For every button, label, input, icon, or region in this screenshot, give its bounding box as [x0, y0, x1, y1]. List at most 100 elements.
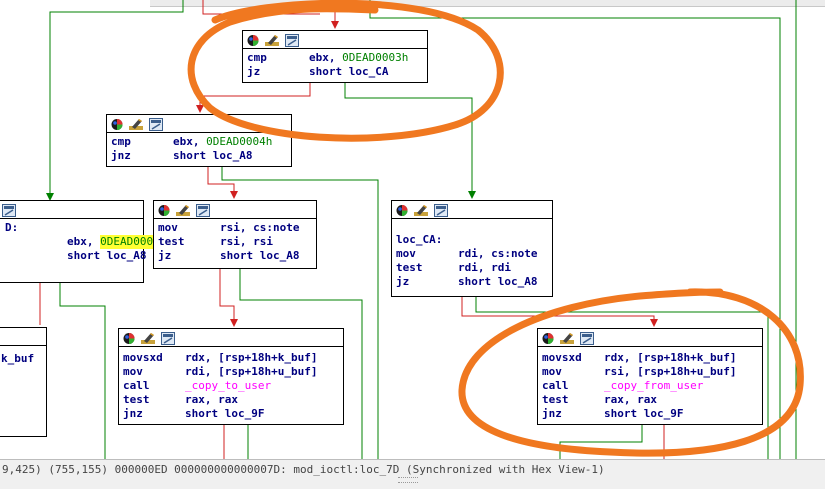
- operand: rdi, cs:note: [458, 247, 538, 260]
- mnemonic: jz: [396, 275, 410, 288]
- mnemonic: test: [542, 393, 569, 406]
- edge-h-green: [559, 424, 643, 459]
- mnemonic: call: [123, 379, 150, 392]
- block-color-icon[interactable]: [541, 330, 555, 344]
- block-color-icon[interactable]: [122, 330, 136, 344]
- instruction-line[interactable]: jz short loc_A8: [396, 275, 552, 289]
- mnemonic: jnz: [111, 149, 131, 162]
- group-nodes-icon[interactable]: [2, 202, 16, 217]
- instruction-line[interactable]: short loc_A8: [0, 249, 147, 263]
- operand: 0DEAD0003h: [342, 51, 409, 64]
- instruction-line[interactable]: jnz short loc_A8: [111, 149, 291, 163]
- mnemonic: cmp: [247, 51, 267, 64]
- operand: short loc_A8: [458, 275, 538, 288]
- rename-block-icon[interactable]: [560, 330, 574, 344]
- block-color-icon[interactable]: [110, 116, 124, 130]
- block-color-icon[interactable]: [157, 202, 171, 216]
- edge-a-to-e: [344, 82, 476, 199]
- block-color-icon[interactable]: [395, 202, 409, 216]
- block-color-icon[interactable]: [246, 32, 260, 46]
- function-ref: _copy_from_user: [604, 379, 704, 392]
- mnemonic: mov: [158, 221, 178, 234]
- block-header: [538, 329, 762, 347]
- mnemonic: jz: [158, 249, 172, 262]
- instruction-line[interactable]: call _copy_from_user: [542, 379, 762, 393]
- instruction-line[interactable]: k_buf: [0, 352, 46, 366]
- mnemonic: mov: [123, 365, 143, 378]
- operand: short loc_A8: [173, 149, 253, 162]
- mnemonic: test: [123, 393, 150, 406]
- operand: 0DEAD0004h: [206, 135, 273, 148]
- operand: short loc_A8: [67, 249, 147, 262]
- instruction-line[interactable]: ebx, 0DEAD0001h: [0, 235, 167, 249]
- rename-block-icon[interactable]: [414, 202, 428, 216]
- edge-e-to-h: [461, 296, 658, 327]
- rename-block-icon[interactable]: [129, 116, 143, 130]
- group-nodes-icon[interactable]: [285, 32, 299, 47]
- instruction-line[interactable]: test rsi, rsi: [158, 235, 316, 249]
- mnemonic: test: [396, 261, 423, 274]
- rename-block-icon[interactable]: [176, 202, 190, 216]
- group-nodes-icon[interactable]: [434, 202, 448, 217]
- code-block-k_buf-partial[interactable]: k_buf: [0, 327, 47, 437]
- operand: rdx, [rsp+18h+k_buf]: [185, 351, 318, 364]
- edge-b-to-d: [207, 166, 238, 199]
- rename-block-icon[interactable]: [265, 32, 279, 46]
- mnemonic: call: [542, 379, 569, 392]
- mnemonic: jz: [247, 65, 261, 78]
- group-nodes-icon[interactable]: [161, 330, 175, 345]
- instruction-line[interactable]: mov rdi, cs:note: [396, 247, 552, 261]
- block-header: [0, 328, 46, 346]
- block-header: [392, 201, 552, 219]
- mnemonic: test: [158, 235, 185, 248]
- group-nodes-icon[interactable]: [196, 202, 210, 217]
- block-header: [107, 115, 291, 133]
- instruction-line[interactable]: loc_CA:: [396, 233, 552, 247]
- status-bar: 9,425) (755,155) 000000ED 00000000000000…: [0, 459, 825, 489]
- mnemonic: mov: [396, 247, 416, 260]
- operand: rsi, rsi: [220, 235, 273, 248]
- instruction-line[interactable]: jnz short loc_9F: [123, 407, 343, 421]
- operand: rsi, [rsp+18h+u_buf]: [604, 365, 737, 378]
- instruction-line[interactable]: jnz short loc_9F: [542, 407, 762, 421]
- instruction-line[interactable]: D:: [0, 221, 143, 235]
- edge-c-green: [59, 282, 106, 459]
- operand: rax, rax: [604, 393, 657, 406]
- instruction-line[interactable]: test rax, rax: [542, 393, 762, 407]
- splitter-grip[interactable]: [398, 477, 418, 483]
- mnemonic: movsxd: [542, 351, 582, 364]
- rename-block-icon[interactable]: [141, 330, 155, 344]
- mnemonic: jnz: [542, 407, 562, 420]
- group-nodes-icon[interactable]: [580, 330, 594, 345]
- operand: short loc_9F: [604, 407, 684, 420]
- mnemonic: D:: [5, 221, 19, 234]
- mnemonic: jnz: [123, 407, 143, 420]
- operand: ebx,: [67, 235, 101, 248]
- block-header: [119, 329, 343, 347]
- operand: ebx,: [173, 135, 207, 148]
- operand: short loc_9F: [185, 407, 265, 420]
- edge-a-to-b: [196, 82, 311, 113]
- instruction-line[interactable]: call_copy_to_user: [123, 379, 343, 393]
- edge-b-loc_A8: [221, 166, 379, 459]
- group-nodes-icon[interactable]: [149, 116, 163, 131]
